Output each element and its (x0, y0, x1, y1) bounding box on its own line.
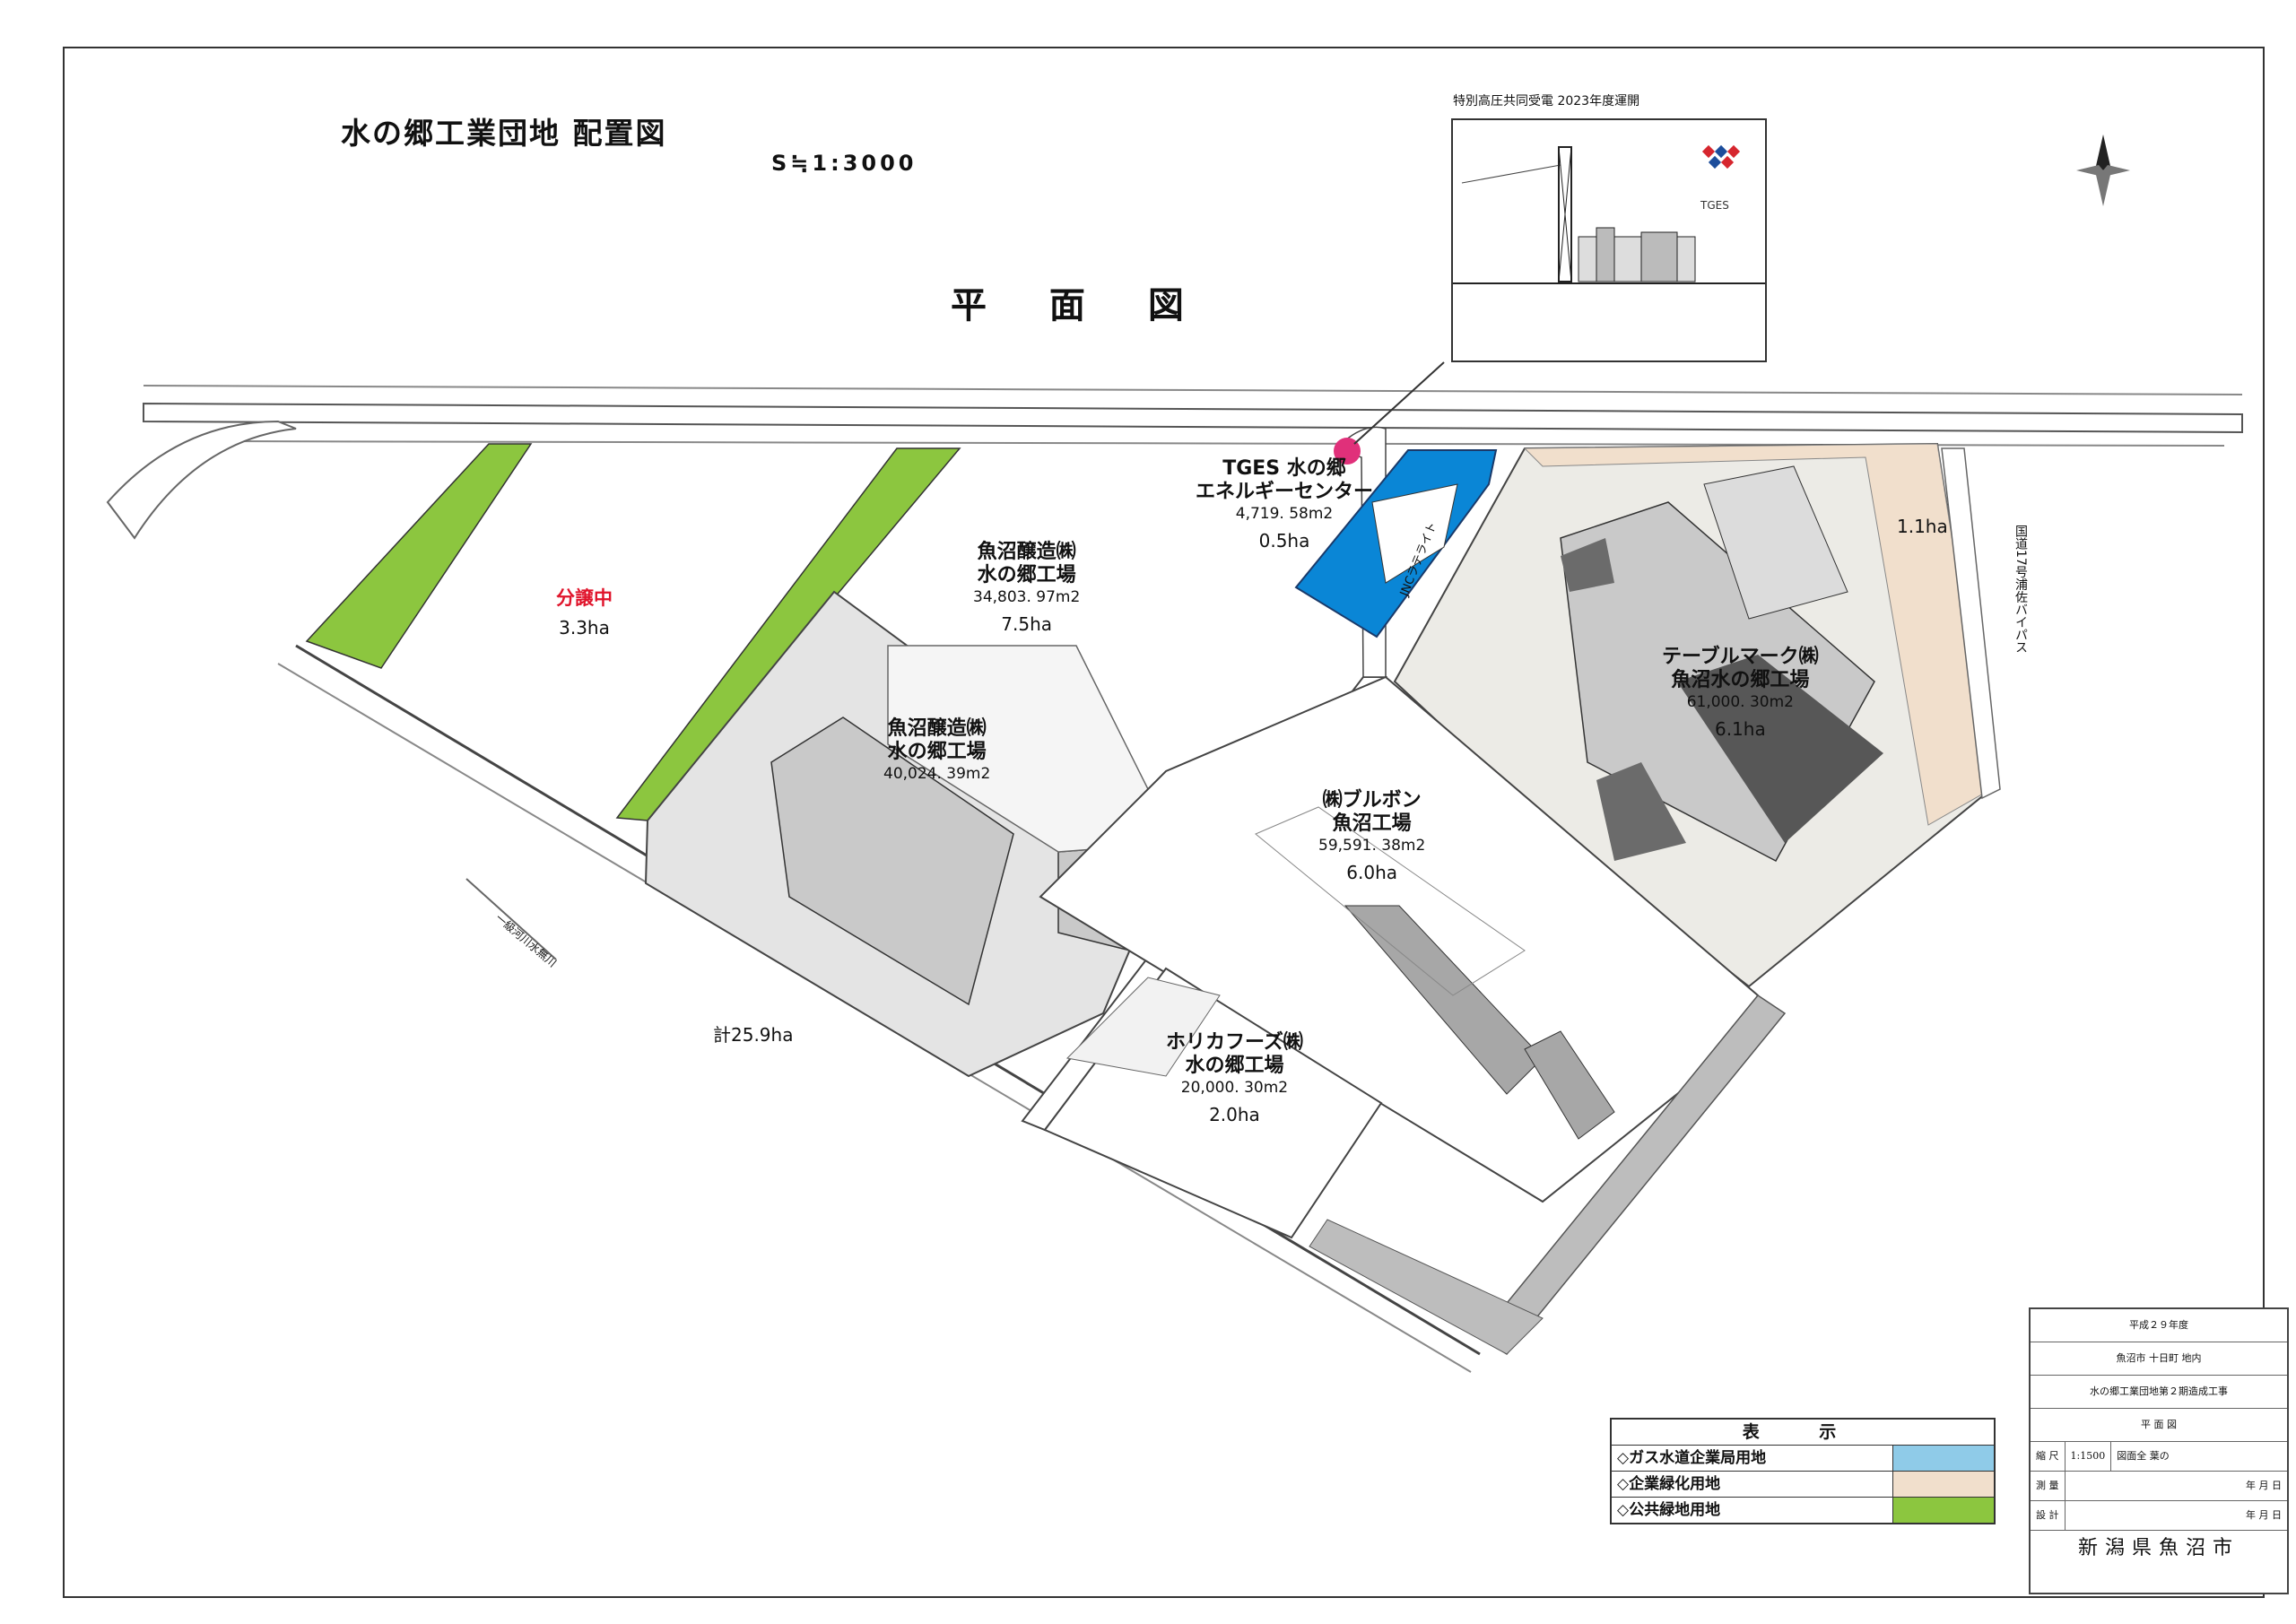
tges-label: TGES 水の郷 エネルギーセンター 4,719. 58m2 0.5ha (1196, 457, 1373, 551)
for-sale-area: 3.3ha (559, 617, 610, 639)
tb-city: 新潟県魚沼市 (2077, 1537, 2239, 1559)
brewery-north-name: 魚沼醸造㈱ (977, 541, 1076, 563)
legend-header: 表 示 (1612, 1420, 1994, 1446)
for-sale-status: 分譲中 (556, 587, 613, 609)
energy-center-marker (1334, 438, 1361, 465)
tges-name: TGES 水の郷 (1222, 457, 1346, 480)
bypass-label: 国道17号浦佐バイパス (2013, 525, 2028, 654)
east-area-label: 1.1ha (1897, 516, 1948, 537)
tges-logo-text: TGES (1700, 199, 1729, 212)
bourbon-m2: 59,591. 38m2 (1318, 836, 1426, 855)
brewery-north-ha: 7.5ha (1001, 613, 1053, 636)
tges-logo (1701, 144, 1741, 169)
substation-drawing (1453, 144, 1765, 284)
tablemark-sub: 魚沼水の郷工場 (1671, 669, 1810, 692)
legend-swatch-corporate-green (1893, 1472, 1994, 1497)
public-green-strip-center (615, 447, 961, 821)
map-scale: S≒1:3000 (771, 151, 918, 176)
brewery-south-label: 魚沼醸造㈱ 水の郷工場 40,024. 39m2 (883, 717, 990, 783)
west-approach-road (106, 420, 297, 540)
legend-label-corporate-green: ◇企業緑化用地 (1612, 1472, 1893, 1497)
plan-view-title: 平 面 図 (951, 285, 1209, 326)
brewery-south-m2: 40,024. 39m2 (883, 764, 991, 783)
bourbon-name: ㈱ブルボン (1322, 789, 1422, 812)
tb-location: 魚沼市 十日町 地内 (2031, 1342, 2287, 1376)
legend-label-public-green: ◇公共緑地用地 (1612, 1498, 1893, 1523)
map-title: 水の郷工業団地 配置図 (341, 116, 667, 151)
tb-design-row: 設 計 年 月 日 (2031, 1501, 2287, 1531)
tges-sub: エネルギーセンター (1196, 481, 1374, 504)
tablemark-m2: 61,000. 30m2 (1686, 692, 1794, 711)
tablemark-name: テーブルマーク㈱ (1662, 646, 1819, 668)
bourbon-label: ㈱ブルボン 魚沼工場 59,591. 38m2 6.0ha (1318, 789, 1425, 883)
legend-item-public-green: ◇公共緑地用地 (1612, 1498, 1994, 1523)
inset-caption: 特別高圧共同受電 2023年度運開 (1453, 94, 1640, 109)
north-road (143, 402, 2243, 434)
tb-sheet-count: 図面全 葉の (2117, 1450, 2170, 1462)
tablemark-dark-block-2 (1596, 762, 1686, 861)
tablemark-corporate-green (1523, 443, 1992, 826)
public-green-strip-west (305, 443, 533, 669)
total-area: 計25.9ha (713, 1024, 794, 1046)
tablemark-ha: 6.1ha (1714, 718, 1766, 741)
legend: 表 示 ◇ガス水道企業局用地 ◇企業緑化用地 ◇公共緑地用地 (1610, 1418, 1996, 1524)
tges-m2: 4,719. 58m2 (1235, 504, 1334, 523)
substation-inset: TGES (1451, 118, 1767, 362)
drawing-frame (63, 47, 2265, 1598)
bourbon-annex (1524, 1030, 1615, 1140)
tb-sheet: 平 面 図 (2031, 1409, 2287, 1442)
tb-year: 平成２９年度 (2031, 1309, 2287, 1342)
tges-ha: 0.5ha (1258, 530, 1310, 552)
tb-survey: 測 量 (2031, 1472, 2066, 1500)
legend-item-gas-water: ◇ガス水道企業局用地 (1612, 1446, 1994, 1472)
tb-survey-row: 測 量 年 月 日 (2031, 1472, 2287, 1501)
brewery-north-m2: 34,803. 97m2 (973, 587, 1081, 606)
tb-design: 設 計 (2031, 1501, 2066, 1530)
legend-item-corporate-green: ◇企業緑化用地 (1612, 1472, 1994, 1498)
tablemark-warehouse-east (1703, 465, 1848, 620)
brewery-warehouse (770, 716, 1014, 1006)
tablemark-label: テーブルマーク㈱ 魚沼水の郷工場 61,000. 30m2 6.1ha (1662, 646, 1819, 740)
tb-scale-row: 縮 尺 1:1500 図面全 葉の (2031, 1442, 2287, 1472)
parcel-for-sale-label: 分譲中 3.3ha (556, 587, 613, 638)
legend-swatch-gas-water (1893, 1446, 1994, 1471)
river-line (465, 878, 557, 960)
bourbon-sub: 魚沼工場 (1332, 812, 1412, 836)
tb-scale-value: 1:1500 (2066, 1442, 2112, 1471)
tb-design-date: 年 月 日 (2246, 1509, 2282, 1521)
tablemark-dark-block-3 (1561, 538, 1614, 592)
brewery-north-sub: 水の郷工場 (977, 564, 1076, 587)
brewery-south-name: 魚沼醸造㈱ (887, 717, 987, 740)
bourbon-ha: 6.0ha (1346, 862, 1398, 884)
tb-scale-label: 縮 尺 (2031, 1442, 2066, 1471)
horika-name: ホリカフーズ㈱ (1166, 1031, 1303, 1054)
tablemark-dark-block-1 (1677, 655, 1883, 843)
bypass-road (1941, 447, 2001, 800)
horika-label: ホリカフーズ㈱ 水の郷工場 20,000. 30m2 2.0ha (1166, 1031, 1303, 1125)
north-arrow (2076, 135, 2130, 206)
tb-project: 水の郷工業団地第２期造成工事 (2031, 1376, 2287, 1409)
horika-m2: 20,000. 30m2 (1180, 1078, 1289, 1097)
title-block: 平成２９年度 魚沼市 十日町 地内 水の郷工業団地第２期造成工事 平 面 図 縮… (2029, 1307, 2289, 1594)
legend-swatch-public-green (1893, 1498, 1994, 1523)
horika-sub: 水の郷工場 (1185, 1055, 1284, 1078)
brewery-south-sub: 水の郷工場 (887, 741, 987, 764)
tb-survey-date: 年 月 日 (2246, 1480, 2282, 1491)
brewery-north-label: 魚沼醸造㈱ 水の郷工場 34,803. 97m2 7.5ha (973, 541, 1080, 635)
horika-ha: 2.0ha (1209, 1104, 1260, 1126)
legend-label-gas-water: ◇ガス水道企業局用地 (1612, 1446, 1893, 1471)
